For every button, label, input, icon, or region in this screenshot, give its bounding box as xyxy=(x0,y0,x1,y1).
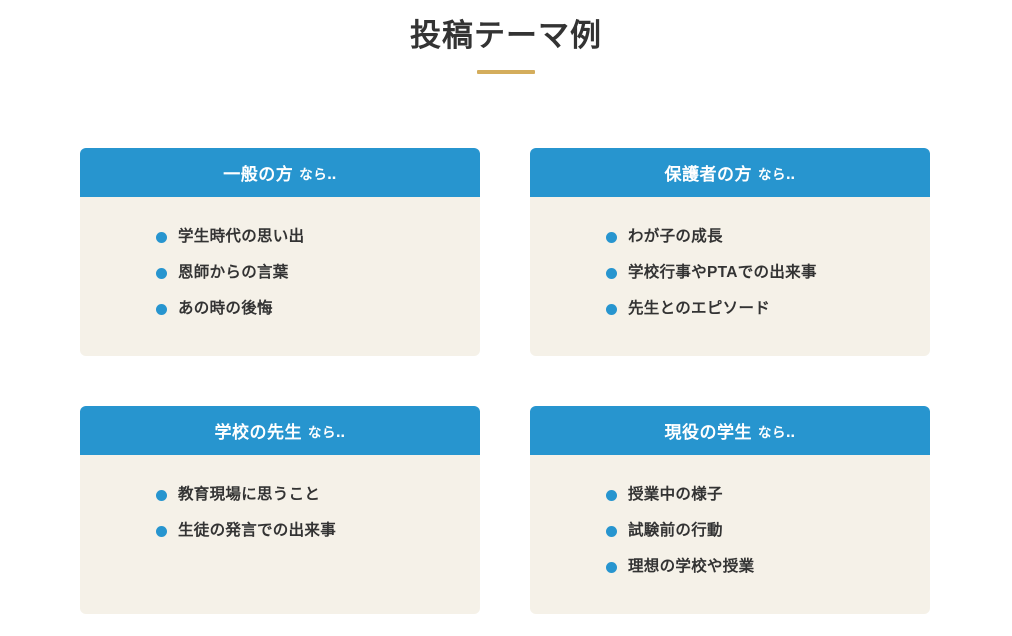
list-item: 学校行事やPTAでの出来事 xyxy=(606,255,930,291)
list-item: 理想の学校や授業 xyxy=(606,549,930,585)
bullet-dot-icon xyxy=(156,489,167,501)
list-item: 試験前の行動 xyxy=(606,513,930,549)
list-item: 恩師からの言葉 xyxy=(156,255,480,291)
bullet-dot-icon xyxy=(606,231,617,243)
page-title: 投稿テーマ例 xyxy=(410,18,602,53)
list-item-label: 理想の学校や授業 xyxy=(628,557,755,575)
list-item-label: 学校行事やPTAでの出来事 xyxy=(628,263,817,281)
card-header-guardian: 保護者の方 なら‥ xyxy=(530,148,930,197)
theme-item-list: 学生時代の思い出 恩師からの言葉 あの時の後悔 xyxy=(80,219,480,327)
bullet-dot-icon xyxy=(156,525,167,537)
list-item: 先生とのエピソード xyxy=(606,291,930,327)
card-audience-label: 保護者の方 xyxy=(664,165,752,184)
card-header-student: 現役の学生 なら‥ xyxy=(530,406,930,455)
list-item-label: 生徒の発言での出来事 xyxy=(178,521,337,539)
card-header-general: 一般の方 なら‥ xyxy=(80,148,480,197)
list-item: 学生時代の思い出 xyxy=(156,219,480,255)
list-item-label: 教育現場に思うこと xyxy=(178,485,321,503)
card-body-general: 学生時代の思い出 恩師からの言葉 あの時の後悔 xyxy=(80,197,480,356)
theme-card-teacher: 学校の先生 なら‥ 教育現場に思うこと 生徒の発言での出来事 xyxy=(80,406,480,614)
bullet-dot-icon xyxy=(606,525,617,537)
card-audience-suffix: なら‥ xyxy=(307,424,346,440)
list-item-label: 学生時代の思い出 xyxy=(178,227,305,245)
theme-card-student: 現役の学生 なら‥ 授業中の様子 試験前の行動 理想の学校や授業 xyxy=(530,406,930,614)
bullet-dot-icon xyxy=(606,489,617,501)
card-audience-label: 現役の学生 xyxy=(664,423,752,442)
card-audience-suffix: なら‥ xyxy=(757,166,796,182)
theme-item-list: 授業中の様子 試験前の行動 理想の学校や授業 xyxy=(530,477,930,585)
card-body-guardian: わが子の成長 学校行事やPTAでの出来事 先生とのエピソード xyxy=(530,197,930,356)
list-item-label: 授業中の様子 xyxy=(628,485,723,503)
theme-item-list: わが子の成長 学校行事やPTAでの出来事 先生とのエピソード xyxy=(530,219,930,327)
theme-card-grid: 一般の方 なら‥ 学生時代の思い出 恩師からの言葉 あの時の後悔 xyxy=(80,148,930,614)
bullet-dot-icon xyxy=(156,303,167,315)
theme-card-general: 一般の方 なら‥ 学生時代の思い出 恩師からの言葉 あの時の後悔 xyxy=(80,148,480,356)
bullet-dot-icon xyxy=(606,561,617,573)
list-item-label: 先生とのエピソード xyxy=(628,299,771,317)
card-body-teacher: 教育現場に思うこと 生徒の発言での出来事 xyxy=(80,455,480,614)
list-item: 生徒の発言での出来事 xyxy=(156,513,480,549)
list-item-label: わが子の成長 xyxy=(628,227,723,245)
page-header: 投稿テーマ例 xyxy=(0,16,1012,75)
card-audience-suffix: なら‥ xyxy=(299,166,337,182)
list-item-label: 試験前の行動 xyxy=(628,521,723,539)
bullet-dot-icon xyxy=(606,267,617,279)
list-item: わが子の成長 xyxy=(606,219,930,255)
list-item-label: あの時の後悔 xyxy=(178,299,273,317)
title-underline-accent xyxy=(477,70,535,75)
card-audience-label: 学校の先生 xyxy=(214,423,302,442)
card-header-teacher: 学校の先生 なら‥ xyxy=(80,406,480,455)
card-audience-suffix: なら‥ xyxy=(757,424,796,440)
card-audience-label: 一般の方 xyxy=(223,165,294,184)
bullet-dot-icon xyxy=(606,303,617,315)
list-item-label: 恩師からの言葉 xyxy=(178,263,289,281)
theme-item-list: 教育現場に思うこと 生徒の発言での出来事 xyxy=(80,477,480,549)
bullet-dot-icon xyxy=(156,267,167,279)
list-item: 教育現場に思うこと xyxy=(156,477,480,513)
card-body-student: 授業中の様子 試験前の行動 理想の学校や授業 xyxy=(530,455,930,614)
theme-card-guardian: 保護者の方 なら‥ わが子の成長 学校行事やPTAでの出来事 先生とのエピソー xyxy=(530,148,930,356)
bullet-dot-icon xyxy=(156,231,167,243)
list-item: あの時の後悔 xyxy=(156,291,480,327)
list-item: 授業中の様子 xyxy=(606,477,930,513)
